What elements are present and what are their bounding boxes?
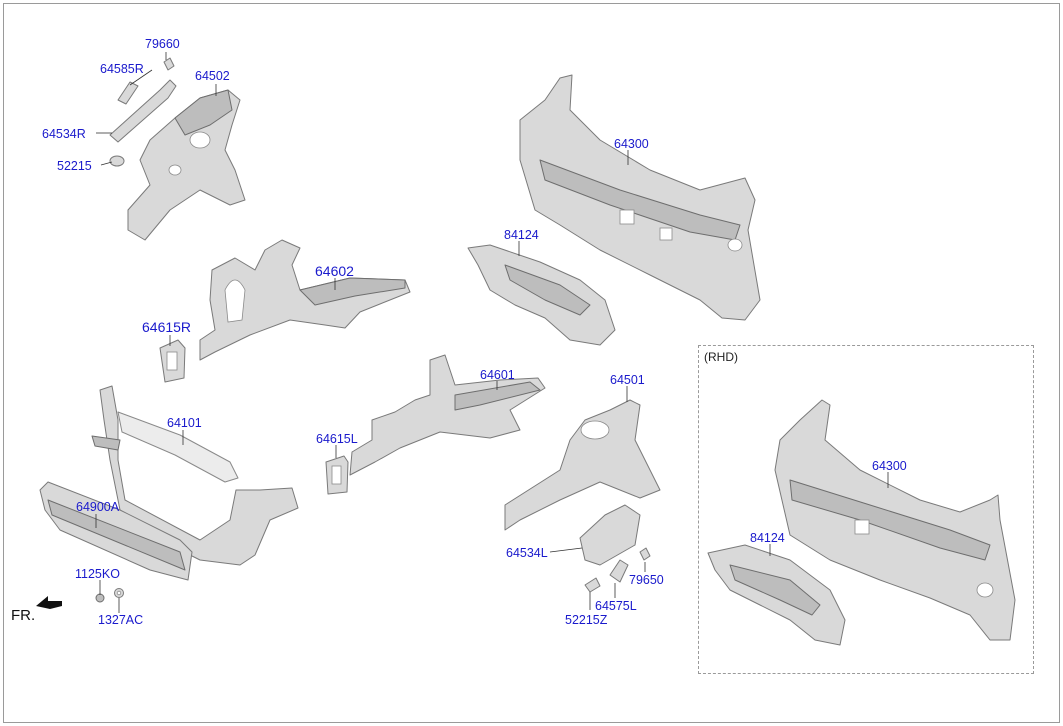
part-64601-member[interactable] [349,354,546,476]
part-64615R-gusset[interactable] [159,339,186,383]
callout-1125KO[interactable]: 1125KO [75,567,120,581]
part-64300-rhd-dash-panel[interactable] [774,399,1016,641]
callout-64575L[interactable]: 64575L [595,599,637,613]
callout-64534L[interactable]: 64534L [506,546,548,560]
callout-64101[interactable]: 64101 [167,416,202,430]
rhd-variant-box [698,345,1034,674]
part-64300-dash-panel[interactable] [519,74,761,321]
callout-52215[interactable]: 52215 [57,159,92,173]
callout-64602[interactable]: 64602 [315,263,354,279]
part-64534R-rail[interactable] [109,79,177,143]
callout-64615R[interactable]: 64615R [142,319,192,335]
part-64900A-bumper-beam[interactable] [39,481,193,581]
part-1125KO-bolt[interactable] [95,593,105,603]
callout-64300[interactable]: 64300 [614,137,649,151]
callout-64900A[interactable]: 64900A [76,500,120,514]
callout-64601[interactable]: 64601 [480,368,515,382]
part-84124-insulator[interactable] [467,244,616,346]
callout-1327AC[interactable]: 1327AC [98,613,144,627]
part-64615L-gusset[interactable] [325,455,349,495]
callout-52215Z[interactable]: 52215Z [565,613,608,627]
front-direction-label: FR. [11,607,36,624]
callout-79660[interactable]: 79660 [145,37,180,51]
part-52215Z-plug[interactable] [584,577,601,593]
callout-64502[interactable]: 64502 [195,69,230,83]
part-64502-apron[interactable] [127,89,246,241]
leader-lines [95,52,889,613]
part-64602-member[interactable] [199,239,411,361]
callout-64534R[interactable]: 64534R [42,127,86,141]
part-64585R-bracket[interactable] [117,81,139,105]
callout-64501[interactable]: 64501 [610,373,645,387]
part-64534L-rail[interactable] [579,504,641,566]
part-52215-plug[interactable] [109,155,125,167]
part-79660-clip[interactable] [163,57,175,71]
part-84124-rhd-insulator[interactable] [707,544,846,646]
part-64501-apron[interactable] [504,399,661,531]
front-direction-arrow [36,596,62,609]
diagram-frame [3,3,1060,723]
callout-84124-rhd[interactable]: 84124 [750,531,785,545]
part-79650-clip[interactable] [639,547,651,561]
callout-79650[interactable]: 79650 [629,573,664,587]
rhd-label: (RHD) [704,350,738,364]
part-64575L-bracket[interactable] [609,559,629,583]
callout-64615L[interactable]: 64615L [316,432,358,446]
callout-64300-rhd[interactable]: 64300 [872,459,907,473]
callout-84124[interactable]: 84124 [504,228,539,242]
part-1327AC-nut[interactable] [114,588,124,598]
callout-64585R[interactable]: 64585R [100,62,144,76]
